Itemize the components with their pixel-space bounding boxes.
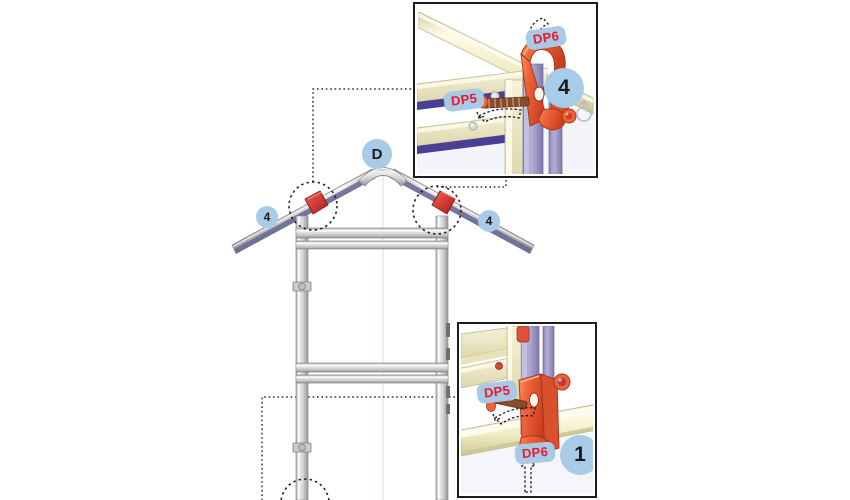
wrench-icon	[576, 100, 592, 122]
detail-panel-base-canvas: DP5 DP6 1	[461, 326, 593, 494]
detail-panel-base-bracket[interactable]: DP5 DP6 1	[457, 322, 597, 498]
callout-badge-left-rafter-4[interactable]: 4	[256, 206, 278, 228]
right-eave-bracket	[431, 190, 457, 215]
apex-elbow	[358, 167, 408, 187]
highlight-right-eave	[412, 185, 462, 235]
part-tag-dp6-bottom[interactable]: DP6	[514, 441, 556, 465]
step-badge-1[interactable]: 1	[560, 435, 593, 475]
leader-lines	[261, 88, 507, 500]
upper-beam	[461, 326, 522, 389]
top-rail	[295, 227, 449, 239]
callout-badge-right-rafter-4[interactable]: 4	[478, 210, 500, 232]
side-bolt-head-bottom	[553, 373, 571, 391]
post-joint-fittings	[292, 281, 312, 453]
callout-badge-apex-D[interactable]: D	[362, 139, 392, 169]
dp5-assembly-arrow	[476, 108, 522, 123]
side-bolt-head	[561, 108, 577, 124]
highlight-left-eave	[288, 181, 338, 231]
mid-rail-lower	[295, 374, 449, 384]
right-post	[435, 215, 449, 500]
dp5-bolt	[477, 95, 530, 109]
post-red-cap	[516, 326, 530, 343]
detail-panel-eave-canvas: DP6 DP5 4	[417, 6, 594, 174]
left-eave-bracket	[304, 190, 329, 215]
left-rafter	[231, 168, 377, 254]
right-post-brackets	[446, 323, 450, 414]
highlight-circles	[280, 181, 462, 500]
mid-rail	[295, 362, 449, 373]
step-badge-4[interactable]: 4	[544, 68, 584, 108]
lintel-rail	[295, 240, 449, 250]
dp5-assembly-arrow-bottom	[492, 407, 536, 425]
detail-panel-eave-bracket[interactable]: DP6 DP5 4	[413, 2, 598, 178]
left-post	[295, 215, 309, 500]
highlight-bottom-left	[280, 478, 330, 500]
